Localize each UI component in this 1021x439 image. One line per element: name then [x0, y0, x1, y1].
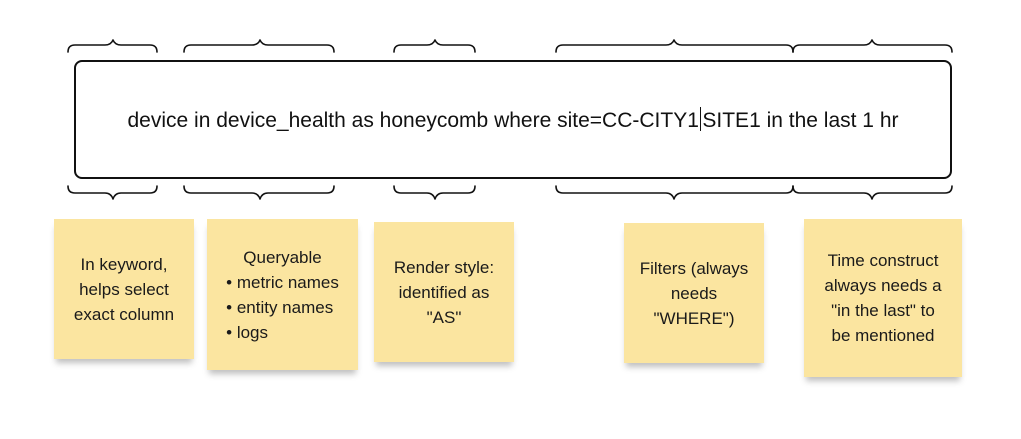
- list-item: logs: [226, 320, 339, 345]
- query-box[interactable]: device in device_health as honeycomb whe…: [74, 60, 952, 179]
- bottom-brace-filters: [555, 185, 794, 200]
- queryable-list: metric names entity names logs: [226, 270, 339, 345]
- note-line: "AS": [426, 307, 462, 327]
- query-before-caret: device in device_health as honeycomb whe…: [127, 108, 699, 132]
- sticky-note-filters: Filters (always needs "WHERE"): [624, 223, 764, 363]
- note-line: always needs a: [824, 276, 942, 295]
- top-brace-render: [393, 39, 476, 53]
- query-after-caret: SITE1 in the last 1 hr: [702, 108, 899, 132]
- note-line: be mentioned: [831, 326, 935, 345]
- top-brace-queryable: [183, 39, 335, 53]
- list-item: entity names: [226, 295, 339, 320]
- note-line: "WHERE"): [653, 308, 735, 328]
- note-line: needs: [670, 283, 718, 303]
- top-brace-filters: [555, 39, 794, 53]
- note-title: Queryable: [243, 247, 322, 267]
- note-line: exact column: [73, 304, 175, 324]
- bottom-brace-in: [67, 185, 158, 200]
- top-brace-in: [67, 39, 158, 53]
- note-line: Time construct: [827, 251, 939, 270]
- query-text: device in device_health as honeycomb whe…: [127, 106, 899, 133]
- sticky-note-render-style: Render style: identified as "AS": [374, 222, 514, 362]
- bottom-brace-time: [792, 185, 953, 200]
- note-line: Filters (always: [639, 258, 749, 278]
- note-line: "in the last" to: [831, 301, 935, 320]
- sticky-note-queryable: Queryable metric names entity names logs: [207, 219, 358, 370]
- text-caret: [699, 106, 702, 131]
- note-line: Render style:: [393, 257, 495, 277]
- top-brace-time: [792, 39, 953, 53]
- bottom-brace-render: [393, 185, 476, 200]
- list-item: metric names: [226, 270, 339, 295]
- note-line: identified as: [398, 282, 490, 302]
- sticky-note-in-keyword: In keyword, helps select exact column: [54, 219, 194, 359]
- note-line: In keyword,: [80, 254, 168, 274]
- sticky-note-time-construct: Time construct always needs a "in the la…: [804, 219, 962, 377]
- bottom-brace-queryable: [183, 185, 335, 200]
- note-line: helps select: [79, 279, 169, 299]
